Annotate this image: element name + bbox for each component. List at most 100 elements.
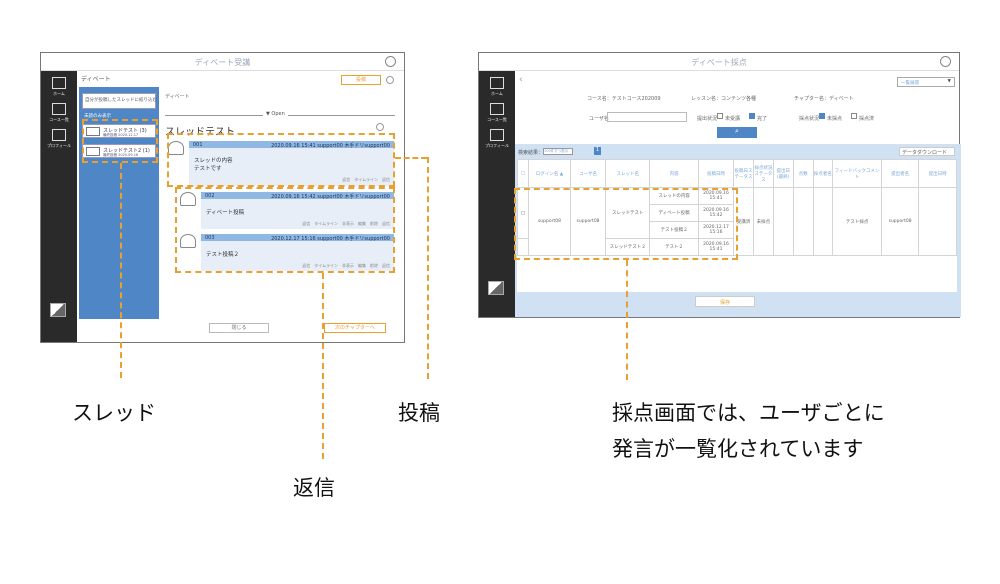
done-checkbox[interactable]: [749, 113, 755, 119]
window-title: ディベート採点: [691, 58, 747, 67]
column-header[interactable]: ログイン名 ▲: [528, 159, 571, 188]
user-icon[interactable]: [940, 56, 951, 67]
not-graded-label: 未採点: [827, 116, 843, 122]
save-button[interactable]: 保存: [695, 296, 755, 307]
post-body: テスト投稿２ 返信 タイムライン 非表示 編集 削除 返信: [201, 241, 394, 271]
next-chapter-button[interactable]: 次のチャプターへ: [324, 323, 386, 333]
window-title: ディベート受講: [194, 58, 251, 67]
breadcrumb: ディベート: [165, 94, 190, 100]
caption-thread: スレッド: [72, 401, 156, 425]
post-actions[interactable]: 返信 タイムライン 返信: [342, 177, 390, 182]
books-icon: [52, 103, 66, 115]
lesson-name: レッスン名：コンテンツ各種: [691, 96, 757, 102]
user-search-input[interactable]: [607, 112, 687, 122]
post-callout-line-h: [395, 157, 427, 159]
post-body: ディベート投稿 返信 タイムライン 非表示 編集 削除 返信: [201, 199, 394, 229]
post-button[interactable]: 投稿: [341, 75, 381, 85]
settings-icon[interactable]: [376, 123, 384, 131]
title-bar: ディベート採点: [479, 53, 959, 71]
graded-label: 採点済: [859, 116, 875, 122]
status-toggle[interactable]: ▼ Open: [263, 111, 288, 117]
nav-courses[interactable]: コース一覧: [45, 103, 73, 123]
result-count: 検索結果：1件: [518, 150, 552, 156]
nav-courses[interactable]: コース一覧: [483, 103, 511, 123]
post-body: スレッドの内容 テストです 返信 タイムライン 返信: [189, 148, 394, 186]
post-highlight: [167, 133, 395, 187]
home-icon: [490, 77, 504, 89]
graded-checkbox[interactable]: [851, 113, 857, 119]
submit-status-label: 提出状況: [697, 116, 718, 122]
nav-home[interactable]: ホーム: [45, 77, 73, 97]
page-button[interactable]: 1: [594, 147, 601, 155]
theme-toggle-icon[interactable]: [50, 303, 66, 317]
column-header: 投稿日ステータス: [733, 159, 754, 188]
done-label: 完了: [757, 116, 768, 122]
post-header: 001 2020.09.16 15:41 support00 木手ドリsuppo…: [189, 141, 394, 149]
grade-status-label: 採点状況: [799, 116, 820, 122]
thread-cell: スレッドテスト: [605, 187, 651, 239]
table-row: □ support08 support08 スレッドテスト スレッドの内容 20…: [516, 187, 957, 256]
column-header: ユーザ名: [569, 159, 607, 188]
user-cell: support08: [569, 187, 607, 256]
post-header: 003 2020.12.17 15:16 support00 木手ドリsuppo…: [201, 234, 394, 242]
thread-cell: スレッドテスト２: [605, 238, 651, 256]
nav-bar: ホーム コース一覧 プロフィール: [41, 71, 77, 342]
search-icon: ⌕: [735, 127, 739, 135]
column-header: フィードバックコメント: [832, 159, 882, 188]
thread-item[interactable]: スレッドテスト2 (1) 最終投稿 2020.09.16: [82, 144, 156, 158]
column-header: 提出者名: [880, 159, 920, 188]
unread-toggle[interactable]: 未読のみ表示: [84, 114, 111, 119]
chevron-down-icon: ▼: [947, 79, 951, 84]
nav-home[interactable]: ホーム: [483, 77, 511, 97]
section-title: ディベート: [81, 76, 111, 83]
thread-callout-line: [120, 163, 122, 378]
grading-window: ディベート採点 ホーム コース一覧 プロフィール ‹ 一覧展開 ▼ コース名：テ…: [478, 52, 961, 318]
column-header: 投稿日時: [697, 159, 735, 188]
not-graded-checkbox[interactable]: [819, 113, 825, 119]
theme-toggle-icon[interactable]: [488, 281, 504, 295]
grade-status-cell: 未採点: [752, 187, 774, 256]
grading-callout-line: [626, 260, 628, 380]
nav-profile[interactable]: プロフィール: [45, 129, 73, 149]
profile-icon: [52, 129, 66, 141]
search-button[interactable]: ⌕: [717, 127, 757, 138]
nav-profile[interactable]: プロフィール: [483, 129, 511, 149]
debate-window: ディベート受講 ホーム コース一覧 プロフィール ディベート 自分が投稿したスレ…: [40, 52, 405, 343]
table-row: スレッドテスト２ テスト２ 2020.09.16 15:41: [516, 238, 957, 256]
not-submitted-checkbox[interactable]: [717, 113, 723, 119]
table-header: □ ログイン名 ▲ ユーザ名 スレッド名 内容 投稿日時 投稿日ステータス 採点…: [516, 159, 957, 188]
view-select[interactable]: 一覧展開 ▼: [897, 77, 955, 87]
profile-icon: [490, 129, 504, 141]
caption-post: 投稿: [398, 401, 440, 425]
score-cell: [792, 187, 814, 256]
download-button[interactable]: データダウンロード: [899, 147, 955, 156]
empty-cell: [516, 238, 530, 256]
back-chevron-icon[interactable]: ‹: [519, 75, 523, 85]
table-row: [518, 256, 957, 292]
column-header: 提出日(最終): [772, 159, 794, 188]
grading-highlight: [514, 188, 738, 260]
avatar: [180, 192, 196, 206]
column-header: 提出日時: [918, 159, 957, 188]
post-actions[interactable]: 返信 タイムライン 非表示 編集 削除 返信: [302, 221, 390, 226]
books-icon: [490, 103, 504, 115]
reply-highlight: [175, 187, 395, 273]
column-header: 内容: [649, 159, 699, 188]
chat-icon: [86, 147, 100, 156]
submit-date-cell: [772, 187, 794, 256]
course-name: コース名：テストコース202009: [587, 96, 661, 102]
column-header: 採点状況ステータス: [752, 159, 774, 188]
user-icon[interactable]: [385, 56, 396, 67]
table-row: ディベート投稿 2020.09.16 15:42: [518, 204, 957, 222]
not-submitted-label: 未受講: [725, 116, 741, 122]
post-actions[interactable]: 返信 タイムライン 非表示 編集 削除 返信: [302, 263, 390, 268]
filter-own-threads[interactable]: 自分が投稿したスレッドに絞り込む: [82, 93, 157, 109]
select-all-checkbox[interactable]: □: [516, 159, 530, 188]
thread-highlight: [82, 119, 158, 163]
date-cell: 2020.09.16 15:41: [697, 238, 735, 256]
per-page-select[interactable]: 100件ずつ表示: [543, 148, 573, 155]
close-button[interactable]: 閉じる: [209, 323, 269, 333]
date-cell: 2020.09.16 15:42: [697, 204, 735, 222]
column-header: スレッド名: [605, 159, 651, 188]
search-icon[interactable]: [386, 76, 394, 84]
